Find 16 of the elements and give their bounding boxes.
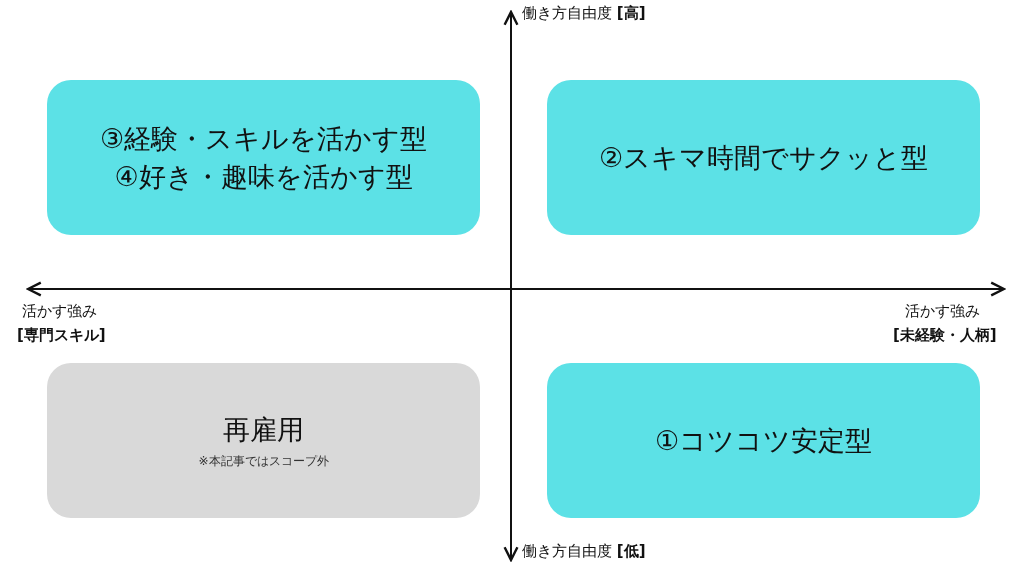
quadrant-title: ①コツコツ安定型 [654, 423, 873, 458]
quadrant-box [47, 363, 480, 518]
axis-label: 活かす強み [22, 302, 97, 321]
axis-label: 活かす強み [905, 302, 980, 321]
quadrant-box [547, 363, 980, 518]
note-text: ※本記事ではスコープ外 [198, 452, 329, 470]
quadrant-title: 再雇用 [223, 413, 304, 448]
axis-label: [未経験・人柄] [893, 326, 997, 345]
axis-label: 働き方自由度 [低] [522, 542, 646, 561]
quadrant-title: ④好き・趣味を活かす型 [114, 159, 413, 194]
quadrant-title: ②スキマ時間でサクッと型 [598, 140, 929, 175]
quadrant-box [47, 80, 480, 235]
axis-label: 働き方自由度 [高] [522, 4, 646, 23]
axis-label: [専門スキル] [17, 326, 106, 345]
quadrant-box [547, 80, 980, 235]
quadrant-title: ③経験・スキルを活かす型 [99, 121, 428, 156]
